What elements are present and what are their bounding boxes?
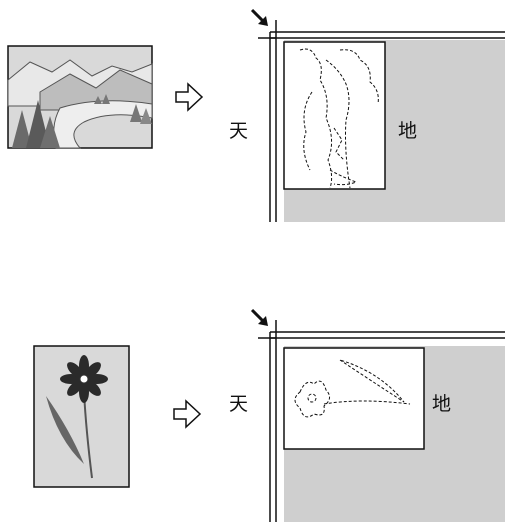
- hollow-arrow-icon: [175, 82, 204, 112]
- placed-document-landscape: [283, 41, 386, 190]
- landscape-original-icon: [7, 45, 153, 149]
- hollow-arrow-icon: [173, 399, 202, 429]
- placed-document-flower: [283, 347, 425, 450]
- top-side-label: 天: [229, 393, 249, 415]
- placement-mark-icon: [250, 8, 268, 26]
- bottom-side-label: 地: [398, 120, 418, 142]
- bottom-side-label: 地: [432, 393, 452, 415]
- flower-original-icon: [33, 345, 130, 488]
- top-side-label: 天: [229, 120, 249, 142]
- placement-mark-icon: [250, 308, 268, 326]
